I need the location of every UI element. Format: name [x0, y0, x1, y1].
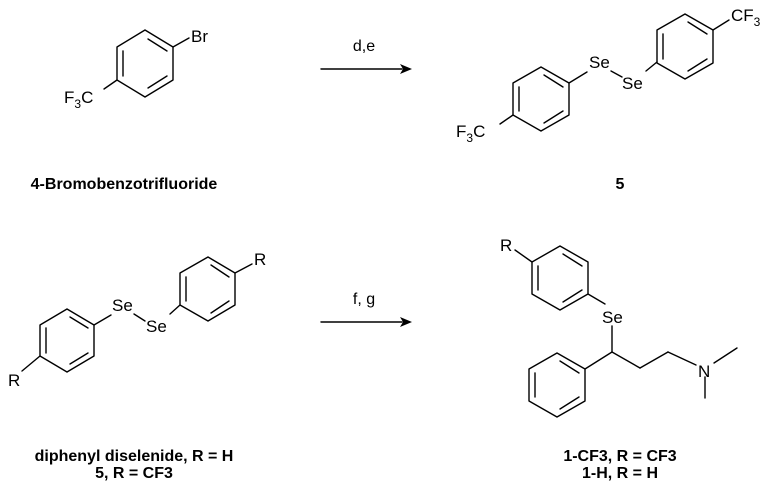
r-substituent-right: R	[254, 250, 266, 269]
phenyl-ring	[528, 352, 586, 418]
reaction-conditions-1: d,e	[353, 38, 375, 55]
r-substituent-left: R	[8, 371, 20, 390]
bromobenzotrifluoride-structure: Br F3C	[64, 27, 208, 111]
reaction-conditions-2: f, g	[353, 291, 375, 308]
nitrogen-atom: N	[698, 362, 710, 381]
trifluoromethyl-group: F3C	[64, 88, 93, 111]
compound-5-label: 5	[616, 176, 625, 193]
trifluoromethyl-group-right: CF3	[731, 6, 761, 29]
trifluoromethyl-group-left: F3C	[456, 122, 485, 145]
reaction-arrow-1	[320, 64, 412, 74]
diaryl-diselenide-structure: Se Se R R	[8, 250, 266, 390]
right-benzene-ring	[656, 13, 714, 80]
bromo-atom: Br	[191, 27, 208, 46]
r-substituent: R	[500, 236, 512, 255]
selenium-atom-2: Se	[146, 317, 167, 336]
reaction-arrow-2	[320, 317, 412, 327]
selenium-atom-1: Se	[589, 53, 610, 72]
compound-5-structure: Se Se CF3 F3C	[456, 6, 761, 145]
right-benzene-ring	[179, 256, 236, 322]
selenium-atom: Se	[602, 308, 623, 327]
selenium-atom-1: Se	[112, 296, 133, 315]
product-label-line-2: 1-H, R = H	[582, 465, 658, 482]
diselenide-label-line-2: 5, R = CF3	[95, 465, 173, 482]
left-benzene-ring	[512, 66, 570, 132]
product-label-line-1: 1-CF3, R = CF3	[563, 448, 676, 465]
bromobenzotrifluoride-label: 4-Bromobenzotrifluoride	[31, 176, 218, 193]
diselenide-label-line-1: diphenyl diselenide, R = H	[35, 448, 234, 465]
aryl-ring	[531, 245, 589, 311]
benzene-ring	[116, 29, 174, 98]
left-benzene-ring	[39, 308, 95, 373]
selenide-product-structure: R Se N	[500, 236, 738, 418]
selenium-atom-2: Se	[622, 74, 643, 93]
